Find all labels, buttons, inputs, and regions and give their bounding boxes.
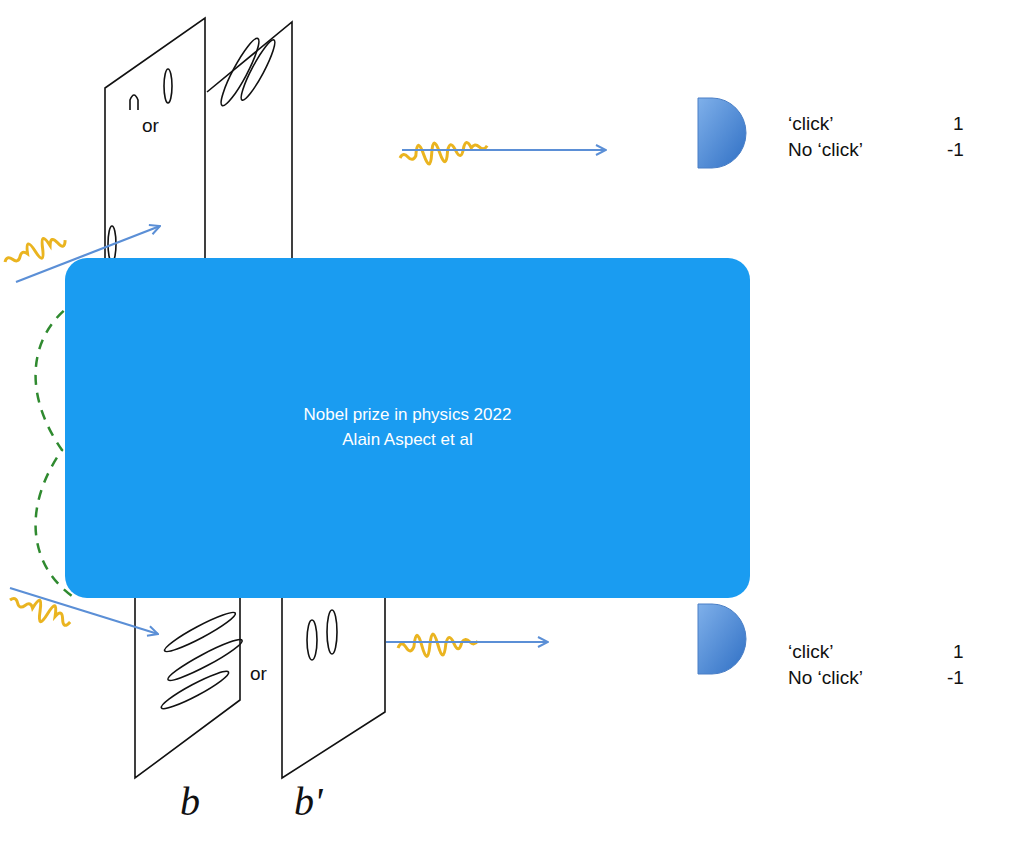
detector-output-label: -1: [947, 668, 964, 689]
detector-output-label: ‘click’: [788, 642, 833, 663]
detector-symbol: [698, 98, 746, 168]
choice-label: or: [140, 116, 161, 137]
detector-output-label: -1: [947, 140, 964, 161]
box-text: Nobel prize in physics 2022: [304, 403, 512, 428]
highlight-box: Nobel prize in physics 2022Alain Aspect …: [65, 258, 750, 598]
polarizer-plates-a: [105, 18, 292, 262]
detector-symbol: [698, 604, 746, 674]
choice-label: or: [248, 664, 269, 685]
setting-label: b': [294, 780, 323, 824]
setting-label: b: [180, 780, 200, 824]
detector-output-label: No ‘click’: [788, 140, 863, 161]
box-text: Alain Aspect et al: [342, 428, 472, 453]
detector-output-label: 1: [953, 642, 964, 663]
polarizer-plates-b: [135, 596, 385, 778]
detector-output-label: 1: [953, 114, 964, 135]
detector-output-label: No ‘click’: [788, 668, 863, 689]
detector-output-label: ‘click’: [788, 114, 833, 135]
